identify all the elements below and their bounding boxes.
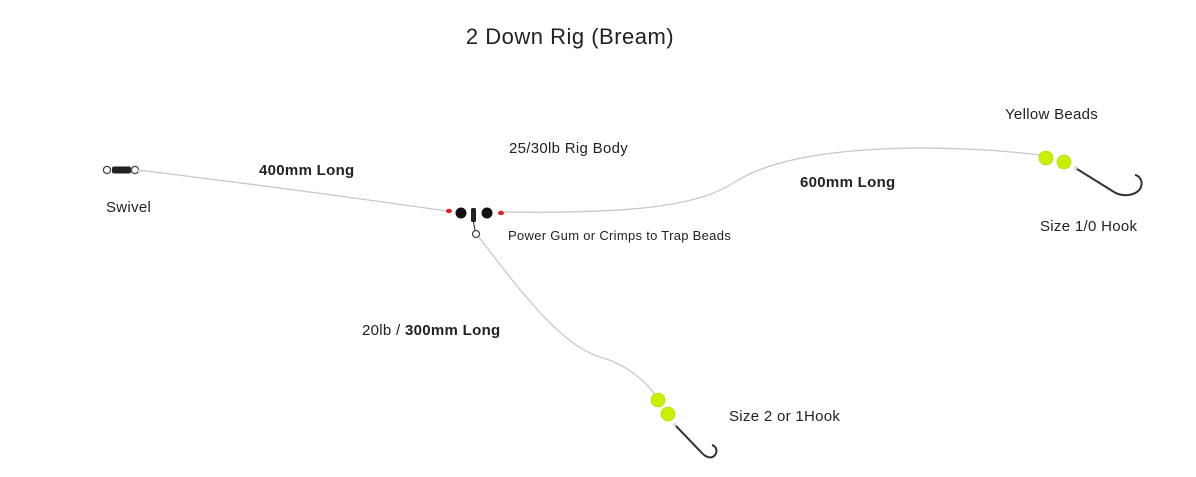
main-length-label: 600mm Long xyxy=(800,174,896,191)
top-leader-line xyxy=(137,169,448,212)
hook-icon xyxy=(675,425,718,459)
dropper-length: 300mm Long xyxy=(404,322,501,339)
swivel-label: Swivel xyxy=(106,199,152,216)
dropper-line-weight: 20lb / xyxy=(362,322,405,339)
main-leader-line xyxy=(502,147,1041,213)
dropper-line xyxy=(477,235,656,396)
top-hook-label: Size 1/0 Hook xyxy=(1040,218,1138,235)
trap-beads-label: Power Gum or Crimps to Trap Beads xyxy=(508,228,732,243)
trap-beads xyxy=(446,207,504,219)
rig-body-label: 25/30lb Rig Body xyxy=(509,140,629,157)
top-length-label: 400mm Long xyxy=(259,162,355,179)
crane-swivel-icon xyxy=(471,208,481,239)
dropper-yellow-beads xyxy=(650,392,678,428)
top-yellow-beads xyxy=(1038,150,1079,171)
yellow-beads-label: Yellow Beads xyxy=(1005,106,1099,123)
dropper-hook-label: Size 2 or 1Hook xyxy=(729,408,841,425)
swivel-icon xyxy=(102,165,142,175)
hook-icon xyxy=(1076,168,1143,197)
diagram-title: 2 Down Rig (Bream) xyxy=(465,24,675,49)
dropper-length-label: 20lb / 300mm Long xyxy=(362,322,501,339)
